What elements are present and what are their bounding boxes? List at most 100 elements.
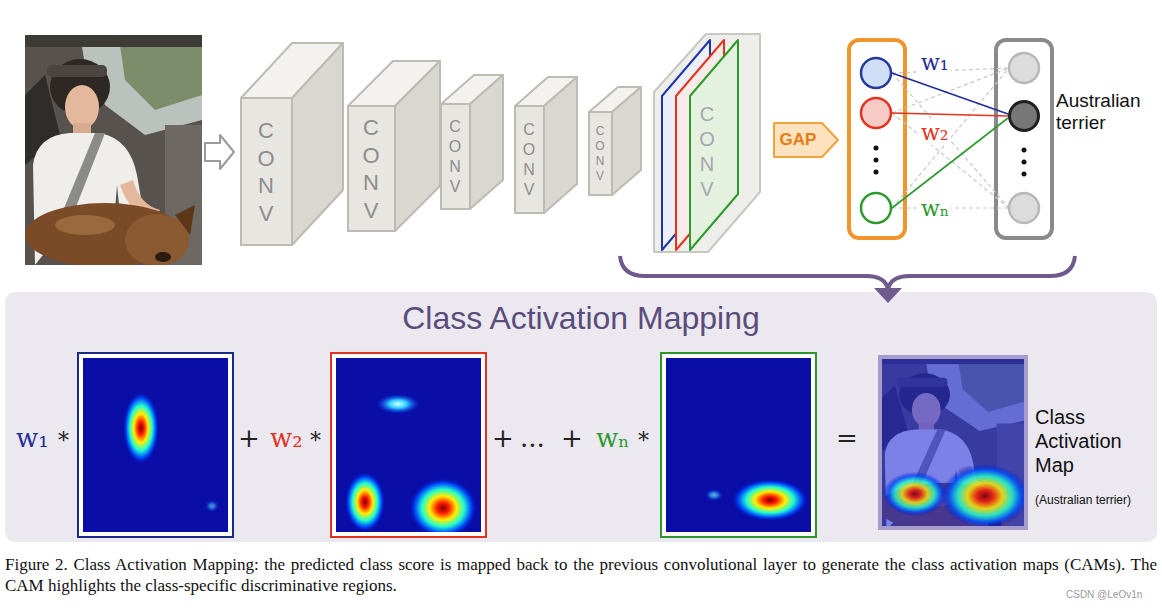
layer-label: CONV bbox=[697, 102, 717, 202]
box-side-face bbox=[292, 43, 343, 245]
layer-label: CONV bbox=[521, 120, 537, 200]
figure-caption: Figure 2. Class Activation Mapping: the … bbox=[5, 555, 1157, 596]
output-neurons-part bbox=[1009, 53, 1039, 83]
box-front-face bbox=[441, 104, 470, 209]
panel-ground bbox=[5, 292, 1157, 542]
operator: + bbox=[561, 424, 583, 454]
ellipsis: ... bbox=[520, 424, 545, 454]
cam-overlay-picture-part-part bbox=[941, 464, 1028, 528]
heatmap-1-part bbox=[123, 392, 219, 512]
cam-overlay-picture-part bbox=[878, 355, 1028, 530]
gap-neurons-part bbox=[874, 170, 879, 175]
layer-label: CONV bbox=[447, 117, 463, 197]
conv-layer-box: CONV bbox=[588, 86, 642, 196]
gap-arrow: GAP bbox=[772, 120, 840, 160]
weight-label: w₁ bbox=[919, 50, 951, 75]
dashed-weight-lines-part bbox=[892, 73, 1009, 208]
operator: * bbox=[310, 428, 321, 453]
dashed-weight-lines bbox=[892, 68, 1009, 208]
conv-layer-box: CONV bbox=[347, 60, 441, 232]
gap-label: GAP bbox=[780, 130, 817, 150]
box-front-face bbox=[515, 106, 544, 213]
cam-panel: Class Activation MappingClass Activation… bbox=[5, 292, 1157, 542]
gap-neurons-part bbox=[861, 193, 891, 223]
heatmap-2-part bbox=[331, 353, 486, 537]
mapping-bracket-part bbox=[620, 256, 888, 290]
gap-neurons bbox=[861, 58, 891, 223]
heatmap-n-part bbox=[661, 353, 816, 537]
weight-lines-part bbox=[892, 73, 1008, 114]
dashed-weight-lines-part bbox=[892, 113, 1009, 208]
box-front-face bbox=[348, 106, 395, 231]
gap-layer-box-part bbox=[849, 40, 905, 238]
weight-label: wₙ bbox=[919, 196, 951, 221]
input-arrow bbox=[205, 135, 234, 169]
class-label: Australian terrier bbox=[1056, 90, 1152, 134]
class-output-neuron: Australian terrier bbox=[1008, 100, 1040, 132]
node-outline bbox=[347, 60, 441, 232]
dashed-weight-lines-part bbox=[892, 68, 1009, 208]
box-side-face bbox=[612, 87, 641, 195]
operator: + bbox=[492, 424, 514, 454]
layer-label: CONV bbox=[360, 114, 382, 224]
weight-term: w₂ bbox=[270, 424, 303, 454]
operator: * bbox=[638, 428, 649, 453]
feature-map-sheet bbox=[690, 40, 738, 250]
layer-label: CONV bbox=[594, 124, 606, 184]
box-side-face bbox=[395, 61, 440, 231]
heatmap-2-part-part bbox=[409, 478, 477, 532]
heatmap-2-part bbox=[345, 394, 477, 532]
output-neurons-part bbox=[1022, 172, 1027, 177]
output-neurons-part bbox=[1022, 160, 1027, 165]
cam-overlay-picture bbox=[878, 355, 1029, 532]
heatmap-2-part-part bbox=[345, 472, 385, 532]
cam-overlay-picture-part bbox=[883, 464, 1028, 528]
operator: * bbox=[58, 428, 69, 453]
heatmap-n-part-part bbox=[732, 479, 808, 521]
weight-term: w₁ bbox=[16, 424, 49, 454]
gap-arrow-shape bbox=[774, 123, 838, 157]
gap-layer-box bbox=[849, 40, 905, 238]
heatmap-n bbox=[661, 353, 816, 537]
panel-title: Class Activation Mapping bbox=[402, 300, 760, 337]
box-side-face bbox=[470, 75, 503, 209]
weight-lines bbox=[892, 73, 1008, 208]
heatmap-n-part bbox=[666, 358, 811, 532]
box-front-face bbox=[241, 98, 292, 245]
watermark: CSDN @LeOv1n bbox=[1066, 589, 1142, 601]
mapping-bracket-part bbox=[888, 256, 1075, 290]
overlay-caption: (Australian terrier) bbox=[1035, 493, 1131, 507]
input-photo bbox=[25, 35, 202, 267]
heatmap-1-part bbox=[83, 358, 228, 532]
operator: + bbox=[238, 424, 260, 454]
heatmap-n-part-part bbox=[705, 489, 723, 501]
weight-lines-part bbox=[892, 113, 1008, 116]
heatmap-n-part bbox=[705, 479, 808, 521]
mapping-bracket bbox=[620, 256, 1075, 303]
output-neurons bbox=[1009, 53, 1039, 223]
cam-overlay-image: Class Activation Map(Australian terrier) bbox=[878, 355, 1028, 530]
output-neurons-part bbox=[1022, 148, 1027, 153]
heatmap-1-part-part bbox=[123, 392, 159, 464]
node-outline bbox=[240, 42, 344, 246]
heatmap-1-part-part bbox=[205, 500, 219, 512]
overlay-caption: Class Activation Map bbox=[1035, 405, 1135, 477]
heatmap-2 bbox=[331, 353, 486, 538]
weight-term: wₙ bbox=[596, 424, 630, 454]
weight-label: w₂ bbox=[919, 120, 951, 145]
gap-neurons-part bbox=[861, 58, 891, 88]
stack-envelope bbox=[654, 34, 760, 252]
output-neurons-part bbox=[1009, 193, 1039, 223]
conv-layer-box: CONV bbox=[240, 42, 344, 246]
operator: = bbox=[836, 424, 858, 454]
box-front-face bbox=[589, 112, 612, 195]
gap-neurons-part bbox=[874, 158, 879, 163]
conv-layer-box: CONV bbox=[514, 76, 578, 214]
conv-layer-box: CONV bbox=[440, 74, 504, 210]
heatmap-2-part-part bbox=[376, 394, 420, 414]
gap-neurons-part bbox=[874, 146, 879, 151]
heatmap-1-part bbox=[78, 353, 233, 537]
weight-lines-part bbox=[892, 118, 1008, 208]
